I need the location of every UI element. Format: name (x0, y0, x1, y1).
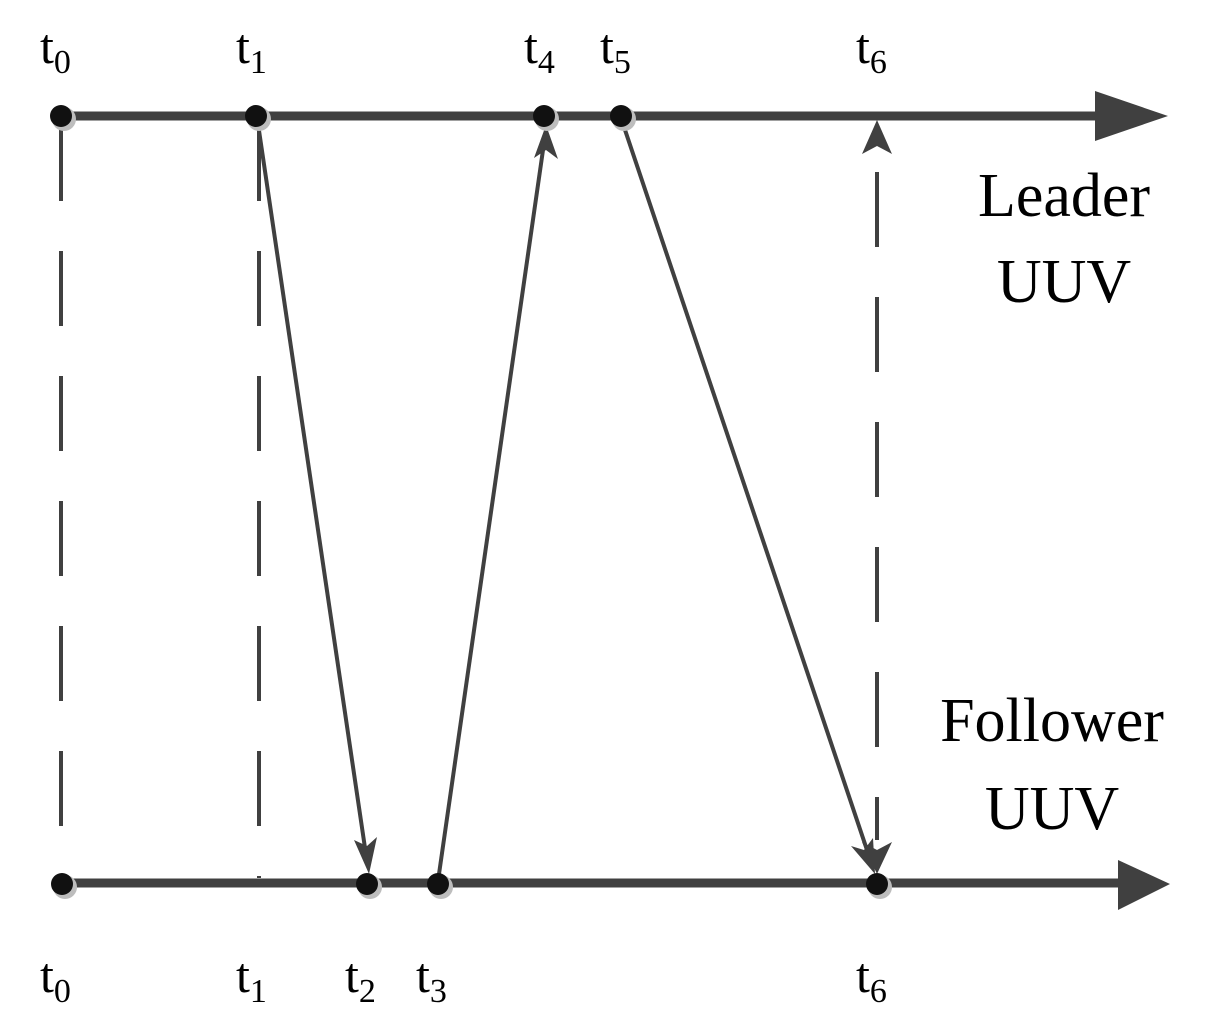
leader-label-t1: t1 (236, 18, 267, 81)
leader-dot-t5 (610, 105, 632, 127)
follower-label-t0: t0 (40, 947, 71, 1010)
arrowhead-t4 (534, 125, 558, 159)
dashed-reference-lines (59, 126, 879, 878)
follower-event-dots (51, 873, 892, 899)
message-t1-to-t2 (255, 116, 367, 849)
leader-dot-t4 (533, 105, 555, 127)
leader-label-t0: t0 (40, 18, 71, 81)
follower-dot-t3 (427, 873, 449, 895)
leader-axis-arrowhead (1095, 91, 1168, 141)
follower-time-labels: t0 t1 t2 t3 t6 (40, 947, 887, 1010)
message-t3-to-t4 (436, 149, 545, 882)
follower-dot-t6 (866, 873, 888, 895)
leader-dot-t1 (245, 105, 267, 127)
leader-dot-t0 (50, 105, 72, 127)
follower-timeline (62, 860, 1170, 910)
follower-label-t3: t3 (416, 947, 447, 1010)
leader-timeline (62, 91, 1168, 141)
t6-dashed-up-arrowhead (862, 120, 892, 154)
follower-axis-arrowhead (1118, 860, 1170, 910)
leader-label-t5: t5 (600, 18, 631, 81)
leader-event-dots (50, 105, 636, 131)
follower-label-line1: Follower (940, 687, 1164, 755)
follower-uuv-label: Follower UUV (940, 687, 1164, 843)
follower-label-line2: UUV (985, 775, 1120, 843)
arrowhead-t6 (851, 838, 875, 874)
leader-label-t4: t4 (524, 18, 555, 81)
message-t5-to-t6 (619, 117, 869, 851)
leader-label-line1: Leader (978, 162, 1150, 230)
arrowhead-t2 (354, 837, 377, 874)
follower-dot-t2 (356, 873, 378, 895)
follower-label-t1: t1 (236, 947, 267, 1010)
leader-uuv-label: Leader UUV (978, 162, 1150, 316)
follower-dot-t0 (51, 873, 73, 895)
message-arrows (255, 116, 869, 882)
follower-label-t2: t2 (345, 947, 376, 1010)
leader-label-t6: t6 (856, 18, 887, 81)
follower-label-t6: t6 (856, 947, 887, 1010)
leader-label-line2: UUV (997, 248, 1132, 316)
leader-time-labels: t0 t1 t4 t5 t6 (40, 18, 887, 81)
